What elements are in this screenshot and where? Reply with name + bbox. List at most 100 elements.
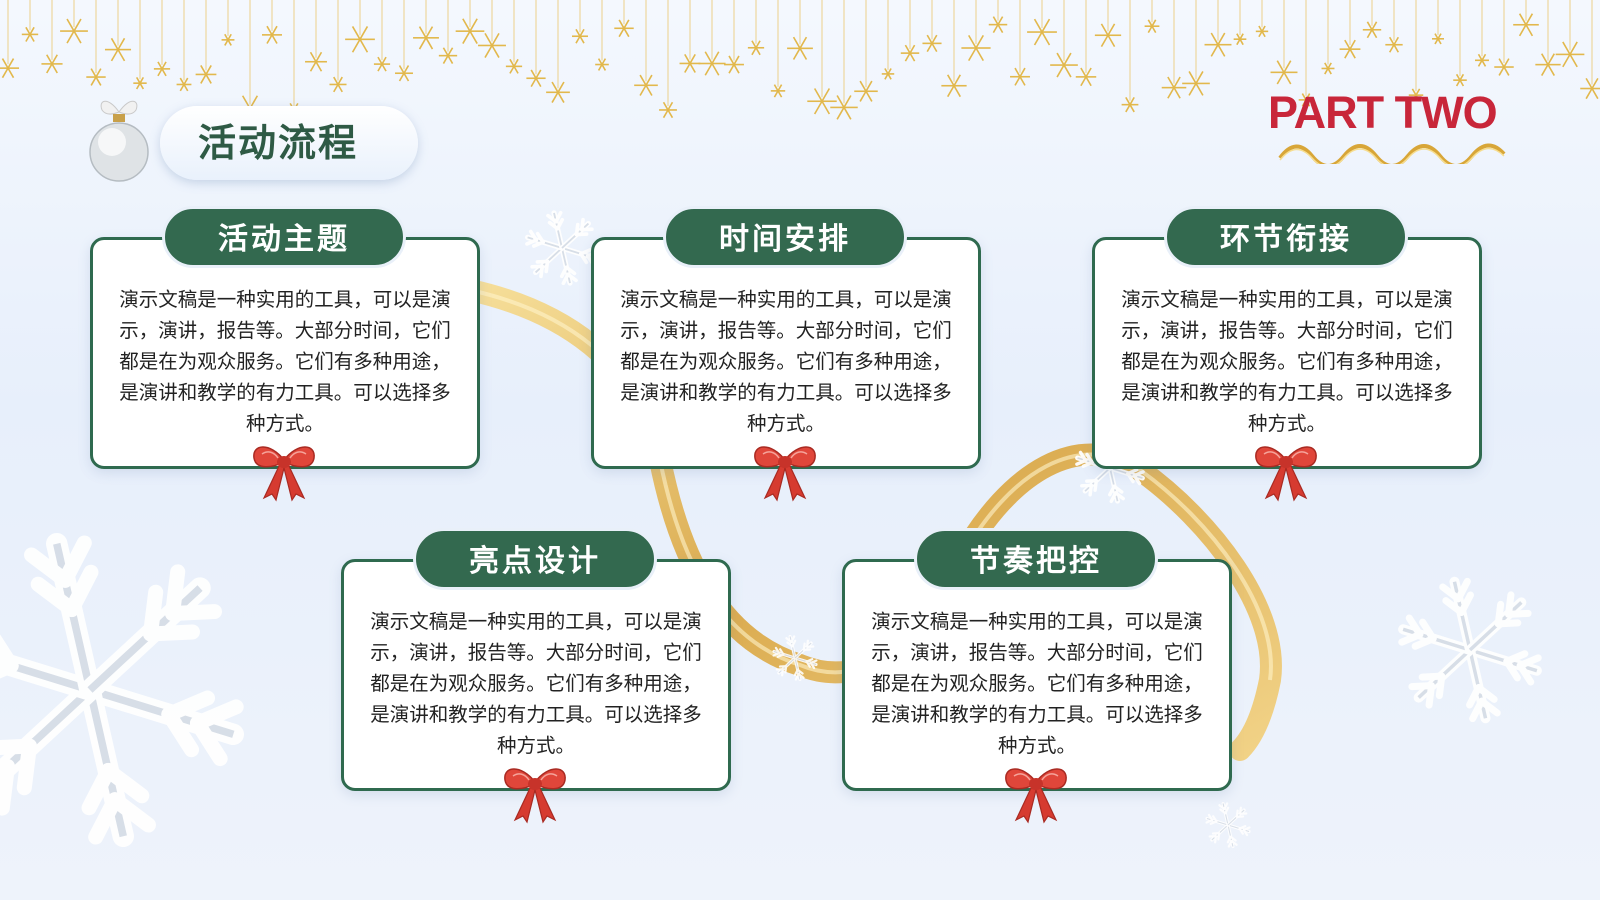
gold-star-icon — [1535, 53, 1561, 76]
gold-star-icon — [1513, 13, 1539, 37]
card-transitions: 演示文稿是一种实用的工具，可以是演示，演讲，报告等。大部分时间，它们都是在为观众… — [1092, 237, 1482, 469]
gold-star-icon — [1298, 93, 1314, 107]
gold-star-icon — [595, 58, 609, 71]
gold-star-icon — [41, 54, 63, 74]
gold-star-icon — [1555, 41, 1585, 68]
gold-star-icon — [1161, 76, 1187, 99]
title-pill — [160, 106, 418, 180]
gold-star-icon — [438, 47, 458, 64]
bow-icon — [1005, 768, 1067, 823]
gold-star-icon — [961, 34, 991, 62]
card-body: 演示文稿是一种实用的工具，可以是演示，演讲，报告等。大部分时间，它们都是在为观众… — [119, 288, 451, 435]
gold-star-icon — [505, 58, 523, 74]
gold-star-icon — [922, 34, 942, 53]
gold-star-icon — [1385, 36, 1403, 53]
gold-star-icon — [1362, 21, 1382, 39]
gold-star-icon — [770, 84, 786, 98]
gold-star-icon — [133, 76, 147, 90]
gold-star-icon — [787, 36, 813, 60]
gold-star-icon — [724, 55, 744, 74]
gold-star-icon — [60, 18, 88, 44]
card-highlights: 演示文稿是一种实用的工具，可以是演示，演讲，报告等。大部分时间，它们都是在为观众… — [341, 559, 731, 791]
gold-star-icon — [659, 101, 677, 119]
gold-star-icon — [614, 19, 634, 38]
gold-star-icon — [478, 32, 506, 58]
gold-star-icon — [1475, 53, 1489, 67]
gold-star-icon — [0, 58, 20, 79]
gold-star-icon — [329, 76, 347, 93]
gold-star-icon — [86, 68, 106, 86]
gold-star-icon — [221, 33, 235, 46]
gold-star-icon — [1233, 33, 1247, 46]
gold-star-icon — [455, 18, 485, 44]
snowflake-icon — [772, 634, 818, 682]
gold-star-icon — [345, 26, 375, 53]
gold-star-icon — [373, 56, 391, 72]
gold-star-icon — [747, 40, 765, 56]
gold-star-icon — [1408, 88, 1424, 102]
bow-icon — [253, 446, 315, 501]
card-body: 演示文稿是一种实用的工具，可以是演示，演讲，报告等。大部分时间，它们都是在为观众… — [620, 288, 952, 435]
gold-star-icon — [104, 37, 132, 62]
gold-star-icon — [1270, 60, 1298, 85]
gold-star-icon — [413, 26, 439, 50]
hanging-stars-decoration — [0, 0, 1600, 122]
gold-star-icon — [1027, 18, 1057, 46]
bow-icon — [1255, 446, 1317, 501]
gold-star-icon — [1431, 33, 1445, 45]
gold-star-icon — [1494, 58, 1514, 76]
gold-star-icon — [1321, 62, 1335, 75]
card-body: 演示文稿是一种实用的工具，可以是演示，演讲，报告等。大部分时间，它们都是在为观众… — [370, 610, 702, 757]
card-schedule: 演示文稿是一种实用的工具，可以是演示，演讲，报告等。大部分时间，它们都是在为观众… — [591, 237, 981, 469]
card-pacing: 演示文稿是一种实用的工具，可以是演示，演讲，报告等。大部分时间，它们都是在为观众… — [842, 559, 1232, 791]
gold-star-icon — [1453, 73, 1467, 87]
gold-star-icon — [634, 74, 658, 96]
part-label: PART TWO — [1268, 87, 1498, 138]
gold-star-icon — [546, 81, 570, 103]
snowflake-icon — [0, 533, 245, 847]
gold-star-icon — [1182, 71, 1210, 96]
gold-star-icon — [900, 44, 920, 62]
gold-star-icon — [1580, 77, 1600, 100]
card-heading: 亮点设计 — [413, 528, 657, 590]
gold-star-icon — [830, 95, 858, 120]
gold-star-icon — [854, 80, 878, 102]
gold-star-icon — [153, 61, 171, 77]
gold-star-icon — [571, 28, 589, 44]
gold-star-icon — [195, 65, 217, 84]
snowflake-icon — [525, 210, 599, 286]
bow-icon — [754, 446, 816, 501]
christmas-ornament-icon — [88, 90, 150, 186]
bow-icon — [504, 768, 566, 823]
gold-star-icon — [1144, 19, 1160, 33]
card-heading: 环节衔接 — [1164, 206, 1408, 268]
gold-star-icon — [1204, 32, 1232, 57]
card-body: 演示文稿是一种实用的工具，可以是演示，演讲，报告等。大部分时间，它们都是在为观众… — [1121, 288, 1453, 435]
gold-star-icon — [807, 88, 837, 115]
gold-star-icon — [1121, 97, 1139, 113]
gold-star-icon — [395, 65, 413, 82]
card-heading: 活动主题 — [162, 206, 406, 268]
gold-star-icon — [988, 16, 1008, 34]
gold-star-icon — [1010, 67, 1030, 86]
card-heading: 时间安排 — [663, 206, 907, 268]
gold-star-icon — [1339, 39, 1361, 59]
gold-star-icon — [1050, 52, 1078, 78]
gold-star-icon — [881, 68, 895, 80]
gold-star-icon — [176, 77, 192, 92]
gold-star-icon — [941, 74, 967, 98]
gold-star-icon — [526, 69, 546, 87]
gold-wave-decoration — [1278, 143, 1506, 164]
gold-star-icon — [262, 25, 282, 44]
snowflake-icon — [1398, 576, 1542, 724]
gold-star-icon — [21, 26, 39, 42]
gold-star-icon — [698, 51, 726, 76]
gold-star-icon — [1255, 25, 1269, 38]
card-body: 演示文稿是一种实用的工具，可以是演示，演讲，报告等。大部分时间，它们都是在为观众… — [871, 610, 1203, 757]
gold-star-icon — [679, 53, 701, 73]
gold-star-icon — [1075, 67, 1097, 87]
page-title: 活动流程 — [198, 121, 359, 165]
gold-star-icon — [305, 51, 327, 72]
gold-star-icon — [1094, 23, 1122, 48]
